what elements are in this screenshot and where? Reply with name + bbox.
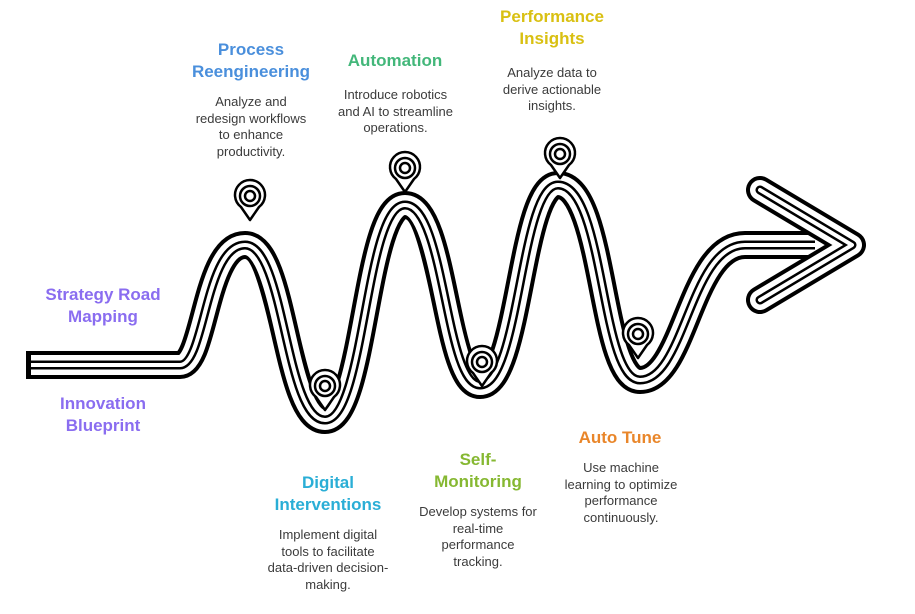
performance-description: Analyze data to derive actionable insigh… [502,65,602,113]
road-tail-cap [26,351,31,379]
self-monitoring-title: Self- Monitoring [434,450,522,491]
self-monitoring-description: Develop systems for real-time performanc… [419,504,537,569]
automation-title: Automation [347,51,443,70]
automation-description: Introduce robotics and AI to streamline … [338,87,453,135]
arrow-head-stroke-3 [758,188,854,302]
process-title: Process Reengineering [191,40,311,81]
performance-title: Performance Insights [500,7,604,48]
digital-title: Digital Interventions [274,473,382,514]
digital-description: Implement digital tools to facilitate da… [267,527,389,592]
pin-icon-digital [308,368,342,412]
auto-tune-title: Auto Tune [578,428,662,447]
strategy-title: Strategy Road Mapping [45,285,161,326]
pin-icon-performance [543,136,577,180]
innovation-title: Innovation Blueprint [60,394,146,435]
road-stroke-3 [30,183,815,422]
pin-icon-autotune [621,316,655,360]
pins-group [233,136,655,412]
auto-tune-description: Use machine learning to optimize perform… [564,460,678,525]
process-description: Analyze and redesign workflows to enhanc… [195,94,307,159]
pin-icon-process [233,178,267,222]
road-path-group [26,171,866,434]
pin-icon-automation [388,150,422,194]
pin-icon-self [465,344,499,388]
